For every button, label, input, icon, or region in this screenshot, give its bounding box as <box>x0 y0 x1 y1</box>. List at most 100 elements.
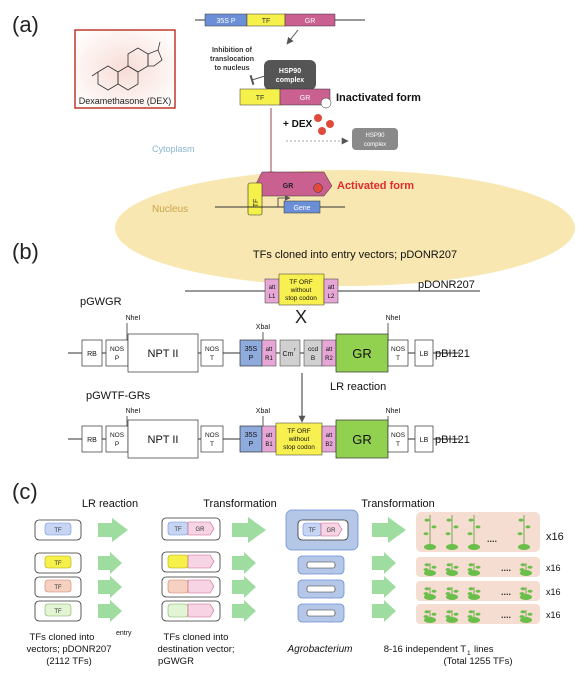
more-dots: .... <box>501 587 511 597</box>
step1-label: LR reaction <box>82 498 138 510</box>
hsp90-released <box>352 128 398 150</box>
plant-lines: .... .... .... .... x16 x16 x16 x16 <box>416 512 564 624</box>
nos-t2-label-1: NOS <box>391 346 406 353</box>
nhel-left-label: NheI <box>126 315 141 322</box>
gr-insert <box>187 521 215 536</box>
green-arrow <box>98 600 122 622</box>
more-dots: .... <box>487 534 497 544</box>
green-arrow <box>98 576 122 598</box>
cm-superscript: r <box>294 347 296 353</box>
green-arrow <box>372 576 396 598</box>
green-arrow <box>372 552 396 574</box>
lb-label: LB <box>420 437 429 444</box>
att-l1-label-2: L1 <box>269 294 276 300</box>
att-r1-label-2: R1 <box>265 356 273 362</box>
more-dots: .... <box>501 563 511 573</box>
inhibition-line-1: Inhibition of <box>212 47 253 54</box>
count-x16: x16 <box>546 610 561 620</box>
att-b2-box <box>321 425 337 453</box>
tf-insert-label: TF <box>308 528 316 534</box>
step2-label: Transformation <box>203 498 277 510</box>
inactive-gr-label: GR <box>300 95 311 102</box>
nos-p-box <box>105 339 129 367</box>
pbi121-label: pBI121 <box>435 434 470 446</box>
att-r1-box <box>261 339 277 367</box>
count-x16: x16 <box>546 531 564 543</box>
activated-form-label: Activated form <box>337 180 414 192</box>
entry-plasmids: TF TF TF TF <box>34 519 82 622</box>
arabidopsis-plants <box>423 515 533 623</box>
nos-t-box <box>200 339 224 367</box>
green-arrow <box>372 600 396 622</box>
plant-icon <box>445 587 459 600</box>
pbi121-label: pBI121 <box>435 348 470 360</box>
gr-insert <box>187 579 215 594</box>
step3-label: Transformation <box>361 498 435 510</box>
p35s-label-1: 35S <box>245 346 258 353</box>
p35s-label-2: P <box>249 355 254 362</box>
active-gr <box>255 171 333 197</box>
dex-dot <box>326 120 334 128</box>
tf-insert <box>167 603 189 618</box>
nos-t-label-2: T <box>210 355 214 362</box>
green-arrow <box>232 552 256 574</box>
dex-structure-icon <box>91 41 163 91</box>
pgwgr-label: pGWGR <box>80 296 122 308</box>
hsp90-complex <box>264 60 316 90</box>
npt-ii-box <box>127 419 199 459</box>
agro-plasmid <box>306 609 336 617</box>
lb-box <box>414 425 434 453</box>
gr-insert-label: GR <box>196 527 206 533</box>
cm-box <box>279 339 301 367</box>
entry-vector-title: TFs cloned into entry vectors; pDONR207 <box>253 249 457 261</box>
transformation-arrows-1 <box>232 517 266 622</box>
entry-tf-orf-label-2: without <box>290 287 312 294</box>
green-arrow <box>372 517 406 543</box>
construct-promoter-label: 35S P <box>216 18 235 25</box>
plant-icon <box>467 563 481 576</box>
pgwtf-gr-construct: NheI XbaI NheI RB NOS P NPT II NOS T 35S… <box>68 408 470 459</box>
inhibition-line-2: translocation <box>210 56 254 63</box>
caption-lines-3: (Total 1255 TFs) <box>444 656 513 667</box>
gr-box <box>335 419 389 459</box>
p35s-label-1: 35S <box>245 432 258 439</box>
count-x16: x16 <box>546 563 561 573</box>
xbal-label: XbaI <box>256 324 270 331</box>
caption-lines-2: lines <box>474 644 494 655</box>
panel-a-label: (a) <box>12 12 39 37</box>
transcription-arrow <box>277 195 291 207</box>
tf-insert <box>167 579 189 594</box>
plant-tray <box>416 512 540 552</box>
agro-plasmid <box>306 585 336 593</box>
destination-plasmids: TF GR <box>161 517 221 622</box>
ccdb-label-1: ccd <box>308 346 319 353</box>
nos-t2-label-1: NOS <box>391 432 406 439</box>
gene-label: Gene <box>293 205 310 212</box>
recombination-cross: X <box>295 307 307 327</box>
plant-icon <box>519 563 533 576</box>
att-r2-box <box>321 339 337 367</box>
inactive-gr <box>279 88 331 106</box>
panel-a: (a) Nucleus Cytoplasm Dexamethasone (DEX… <box>12 12 575 286</box>
rb-label: RB <box>87 437 97 444</box>
dex-dot <box>318 127 326 135</box>
tf-orf-label-2: without <box>288 436 310 443</box>
hsp90-released-label-2: complex <box>364 142 386 148</box>
inactive-tf-label: TF <box>256 95 265 102</box>
plant-icon <box>423 515 437 550</box>
nhel-left-label-2: NheI <box>126 408 141 415</box>
att-b1-label-2: B1 <box>265 442 273 448</box>
nucleus-label: Nucleus <box>152 204 188 215</box>
empty-binding-site <box>320 97 332 109</box>
caption-destination-2: destination vector; <box>157 644 234 655</box>
lr-reaction-label: LR reaction <box>330 381 386 393</box>
att-r2-label-2: R2 <box>325 356 333 362</box>
nos-p-label-2: P <box>115 355 119 362</box>
npt-ii-label: NPT II <box>148 348 179 360</box>
panel-c: (c) LR reaction Transformation Transform… <box>12 479 564 667</box>
lb-label: LB <box>420 351 429 358</box>
caption-agrobacterium: Agrobacterium <box>286 644 352 655</box>
plant-icon <box>445 610 459 623</box>
tf-insert <box>44 555 72 569</box>
